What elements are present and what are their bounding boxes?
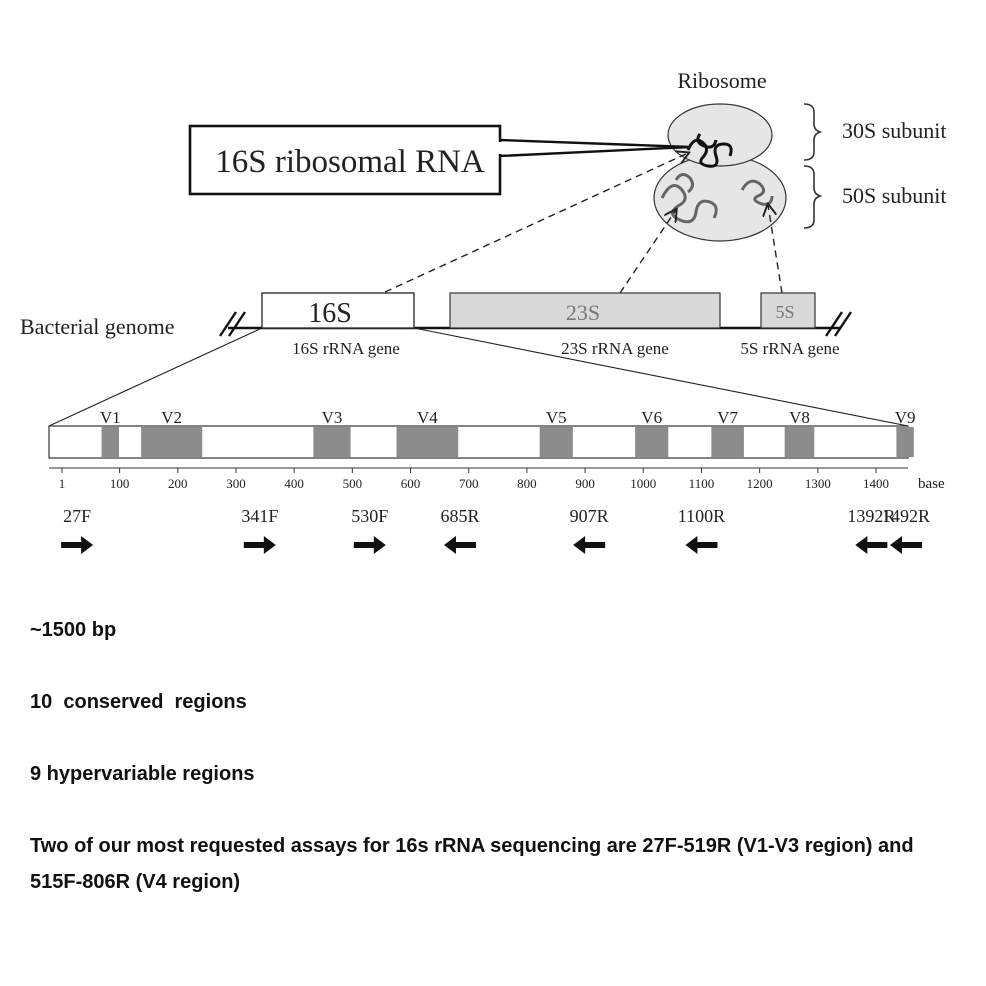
primer-arrow-341f xyxy=(243,536,276,554)
region-label-v5: V5 xyxy=(546,408,567,427)
primer-label-1492r: 1492R xyxy=(882,506,930,526)
region-v2 xyxy=(141,427,203,457)
region-v3 xyxy=(313,427,351,457)
brace-30s xyxy=(803,103,823,161)
gene-box-16s-label: 16S xyxy=(308,298,352,329)
small-subunit-ellipse xyxy=(667,103,773,167)
gene-box-5s-label: 5S xyxy=(775,302,794,322)
region-label-v3: V3 xyxy=(322,408,343,427)
arrow-5s-to-large-subunit xyxy=(768,205,783,294)
ribosome-title: Ribosome xyxy=(677,68,766,93)
region-label-v9: V9 xyxy=(895,408,916,427)
tick-label-300: 300 xyxy=(226,476,246,491)
primer-arrow-1492r xyxy=(890,536,922,554)
region-label-v2: V2 xyxy=(161,408,182,427)
tick-label-1100: 1100 xyxy=(689,476,715,491)
region-v5 xyxy=(539,427,573,457)
length-note: ~1500 bp xyxy=(30,619,117,641)
primer-arrow-1100r xyxy=(685,536,718,554)
region-label-v4: V4 xyxy=(417,408,438,427)
assays-note: Two of our most requested assays for 16s… xyxy=(30,835,914,893)
region-v1 xyxy=(101,427,120,457)
arrow-23s-to-large-subunit xyxy=(619,210,676,294)
tick-label-1: 1 xyxy=(59,476,66,491)
genome-break-left xyxy=(219,311,246,337)
region-v8 xyxy=(784,427,815,457)
primer-arrow-1392r xyxy=(855,536,888,554)
gene-caption-23s: 23S rRNA gene xyxy=(561,339,669,358)
gene-box-5s xyxy=(760,292,816,329)
subunit-30s-label: 30S subunit xyxy=(842,118,947,143)
region-v6 xyxy=(635,427,669,457)
axis-unit-label: base xyxy=(918,476,945,492)
variable-regions: V1 V2 V3 V4 V5 V6 V7 V8 V9 xyxy=(100,408,916,457)
primer-label-685r: 685R xyxy=(440,506,479,526)
gene-box-23s-label: 23S xyxy=(566,300,600,325)
tick-label-800: 800 xyxy=(517,476,537,491)
ribosome-16s-diagram: Ribosome 30S subunit 50S subunit 16S rib… xyxy=(20,68,947,554)
region-label-v8: V8 xyxy=(789,408,810,427)
primer-arrow-907r xyxy=(573,536,606,554)
primer-label-1100r: 1100R xyxy=(678,506,725,526)
tick-label-1200: 1200 xyxy=(747,476,773,491)
region-label-v6: V6 xyxy=(641,408,662,427)
zoom-line-left xyxy=(48,327,263,427)
primer-label-341f: 341F xyxy=(241,506,278,526)
tick-label-1400: 1400 xyxy=(863,476,889,491)
tick-label-200: 200 xyxy=(168,476,188,491)
callout-pointer xyxy=(498,138,691,158)
conserved-note: 10 conserved regions xyxy=(30,691,247,713)
gene-caption-5s: 5S rRNA gene xyxy=(740,339,839,358)
tick-label-600: 600 xyxy=(401,476,421,491)
tick-label-400: 400 xyxy=(284,476,304,491)
tick-label-100: 100 xyxy=(110,476,130,491)
callout-label: 16S ribosomal RNA xyxy=(215,144,485,180)
primer-arrow-27f xyxy=(61,536,94,554)
genome-break-right xyxy=(825,311,852,337)
primer-arrow-530f xyxy=(353,536,386,554)
gene-caption-16s: 16S rRNA gene xyxy=(292,339,400,358)
tick-label-700: 700 xyxy=(459,476,479,491)
tick-label-900: 900 xyxy=(575,476,595,491)
primer-label-907r: 907R xyxy=(570,506,609,526)
region-v4 xyxy=(396,427,459,457)
zoom-line-right xyxy=(413,327,909,427)
23s-rrna-glyph xyxy=(660,173,718,224)
gene-box-16s xyxy=(261,292,415,329)
region-v9 xyxy=(896,427,914,457)
large-subunit-ellipse xyxy=(653,154,787,242)
tick-label-500: 500 xyxy=(343,476,363,491)
region-label-v7: V7 xyxy=(717,408,738,427)
tick-label-1000: 1000 xyxy=(630,476,656,491)
hypervariable-note: 9 hypervariable regions xyxy=(30,763,255,785)
callout-box xyxy=(188,124,502,196)
subunit-50s-label: 50S subunit xyxy=(842,183,947,208)
primer-arrow-685r xyxy=(443,536,476,554)
region-label-v1: V1 xyxy=(100,408,121,427)
primer-label-1392r: 1392R xyxy=(847,506,895,526)
arrow-16s-to-small-subunit xyxy=(384,153,688,293)
region-v7 xyxy=(711,427,744,457)
primer-label-27f: 27F xyxy=(63,506,91,526)
16s-rrna-glyph xyxy=(686,133,733,168)
brace-50s xyxy=(803,165,823,229)
tick-label-1300: 1300 xyxy=(805,476,831,491)
genome-label: Bacterial genome xyxy=(20,314,175,339)
gene-box-23s xyxy=(449,292,721,329)
primer-label-530f: 530F xyxy=(351,506,388,526)
